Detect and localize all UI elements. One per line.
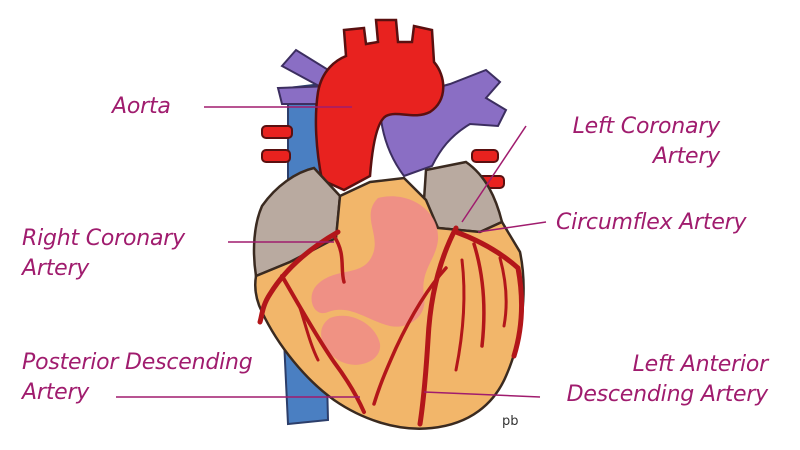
label-posterior-descending-line-1: Posterior Descending bbox=[22, 350, 253, 375]
label-right-coronary-line-1: Right Coronary bbox=[22, 226, 185, 251]
label-right-coronary-line-2: Artery bbox=[22, 256, 90, 281]
label-left-anterior-line-1: Left Anterior bbox=[632, 352, 769, 377]
label-left-coronary-line-2: Artery bbox=[652, 144, 720, 169]
leader-lines bbox=[116, 106, 547, 398]
coronary-arteries bbox=[257, 225, 524, 427]
label-left-coronary-artery: Left Coronary Artery bbox=[572, 112, 721, 172]
left-anterior-descending-leader bbox=[423, 391, 541, 398]
label-aorta: Aorta bbox=[112, 94, 171, 119]
label-circumflex-artery: Circumflex Artery bbox=[556, 210, 747, 235]
circumflex-leader bbox=[477, 221, 547, 233]
label-posterior-descending-line-2: Artery bbox=[22, 380, 90, 405]
label-left-anterior-descending-artery: Left Anterior Descending Artery bbox=[566, 350, 769, 410]
label-posterior-descending-artery: Posterior Descending Artery bbox=[22, 348, 253, 408]
atria bbox=[252, 160, 504, 278]
label-right-coronary-artery: Right Coronary Artery bbox=[22, 224, 185, 284]
label-left-anterior-line-2: Descending Artery bbox=[566, 382, 769, 407]
ischemic-area bbox=[311, 196, 439, 365]
left-coronary-leader bbox=[461, 125, 527, 223]
label-left-coronary-line-1: Left Coronary bbox=[572, 114, 721, 139]
artist-signature: pb bbox=[502, 414, 519, 429]
